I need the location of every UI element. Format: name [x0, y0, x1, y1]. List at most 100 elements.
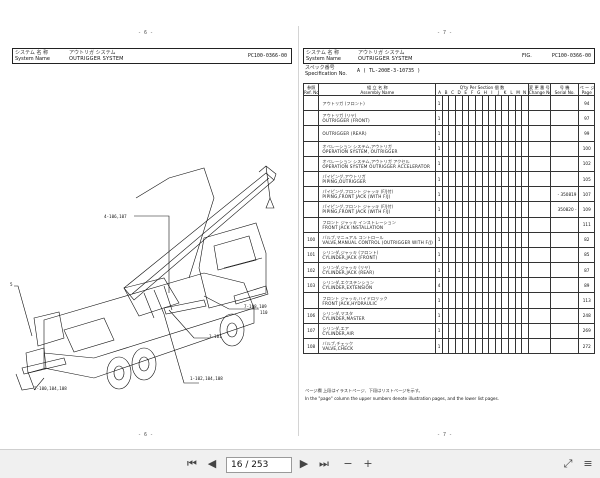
- row-qty-cell: [474, 322, 483, 340]
- row-qty-cell: [481, 186, 490, 203]
- row-qty-cell: [488, 231, 496, 248]
- row-qty-cell: [448, 231, 457, 248]
- row-qty-cell: [455, 277, 463, 294]
- row-qty-cell: [468, 155, 476, 172]
- row-qty-cell: [441, 231, 450, 248]
- last-page-button[interactable]: ⏭: [319, 457, 329, 470]
- row-qty-cell: [474, 201, 483, 218]
- row-name: シリンダ,ジャッキ (フロント)CYLINDER,JACK (FRONT): [318, 246, 437, 264]
- row-qty-a: 1: [435, 140, 443, 157]
- row-qty-cell: [507, 94, 516, 112]
- row-change: [527, 125, 551, 142]
- row-qty-cell: [521, 110, 529, 127]
- row-qty-cell: [507, 292, 516, 309]
- row-serial: [549, 277, 580, 294]
- row-qty-cell: [441, 155, 450, 172]
- row-qty-cell: [481, 231, 490, 248]
- row-qty-cell: [481, 307, 490, 324]
- row-qty-cell: [448, 216, 457, 233]
- row-qty-cell: [474, 216, 483, 233]
- row-name-jp: フロント ジャッキ インストレーション: [322, 219, 396, 225]
- row-qty-cell: [521, 155, 529, 172]
- row-qty-cell: [461, 186, 470, 203]
- zoom-out-button[interactable]: −: [343, 457, 353, 470]
- zoom-in-button[interactable]: +: [363, 457, 373, 470]
- right-header-value-en: OUTRIGGER SYSTEM: [358, 56, 413, 62]
- page-number-input[interactable]: 16 / 253: [226, 457, 292, 473]
- row-qty-cell: [474, 186, 483, 203]
- row-change: [527, 155, 551, 172]
- row-qty-cell: [461, 246, 470, 264]
- row-change: [527, 140, 551, 157]
- row-qty-cell: [474, 292, 483, 309]
- row-qty-cell: [481, 155, 490, 172]
- row-name-jp: フロント ジャッキ,ハイドロリック: [322, 295, 388, 301]
- left-bottom-page-number: - 6 -: [138, 432, 154, 438]
- row-qty-a: [435, 216, 443, 233]
- row-serial: [549, 110, 580, 127]
- row-qty-cell: [448, 337, 457, 355]
- row-qty-cell: [521, 292, 529, 309]
- row-qty-cell: [507, 231, 516, 248]
- row-qty-cell: [494, 231, 503, 248]
- menu-button[interactable]: ≡: [583, 457, 593, 470]
- row-qty-cell: [501, 201, 509, 218]
- row-ref: 100: [302, 231, 320, 248]
- row-qty-cell: [514, 170, 523, 188]
- row-qty-cell: [448, 186, 457, 203]
- first-page-button[interactable]: ⏮: [187, 457, 197, 470]
- callout-5: 3-101: [209, 334, 222, 339]
- row-qty-cell: [441, 201, 450, 218]
- fit-page-button[interactable]: ⤢: [563, 457, 573, 470]
- next-page-button[interactable]: ▶: [299, 457, 309, 470]
- row-change: [527, 337, 551, 355]
- row-qty-cell: [488, 307, 496, 324]
- row-name-jp: バルブ,チェック: [322, 341, 354, 347]
- row-name-en: VALVE,MANUAL CONTROL (OUTRIGGER WITH F/J…: [322, 239, 433, 245]
- row-qty-cell: [501, 125, 509, 142]
- callout-2: 5: [10, 282, 13, 287]
- row-qty-cell: [514, 216, 523, 233]
- row-qty-cell: [501, 155, 509, 172]
- row-qty-cell: [441, 94, 450, 112]
- row-page: 82: [578, 231, 595, 248]
- row-qty-cell: [507, 170, 516, 188]
- row-name: アウトリガ (フロント): [318, 94, 437, 112]
- row-qty-cell: [514, 322, 523, 340]
- row-qty-cell: [461, 322, 470, 340]
- row-qty-cell: [455, 307, 463, 324]
- row-qty-cell: [468, 292, 476, 309]
- row-qty-cell: [488, 140, 496, 157]
- row-qty-a: 1: [435, 246, 443, 264]
- row-name-jp: パイピング,フロント ジャッキ (F/J付): [322, 204, 394, 210]
- viewer-toolbar: ⏮ ◀ 16 / 253 ▶ ⏭ − + ⤢ ≡: [0, 449, 600, 478]
- row-qty-cell: [501, 170, 509, 188]
- row-qty-cell: [501, 322, 509, 340]
- row-name-en: CYLINDER,AIR: [322, 330, 355, 336]
- row-qty-cell: [501, 307, 509, 324]
- row-ref: 107: [302, 322, 320, 340]
- left-header-value-en: OUTRIGGER SYSTEM: [69, 56, 124, 62]
- row-qty-cell: [501, 110, 509, 127]
- row-qty-cell: [448, 170, 457, 188]
- row-name-en: OUTRIGGER (REAR): [322, 130, 367, 136]
- row-qty-cell: [474, 262, 483, 279]
- row-serial: [549, 246, 580, 264]
- row-name-jp: バルブ,マニュアル コントロール: [322, 234, 384, 240]
- row-qty-cell: [455, 155, 463, 172]
- prev-page-button[interactable]: ◀: [207, 457, 217, 470]
- row-qty-cell: [494, 277, 503, 294]
- row-qty-cell: [481, 292, 490, 309]
- row-qty-cell: [481, 277, 490, 294]
- row-page: 105: [578, 170, 595, 188]
- row-change: [527, 262, 551, 279]
- row-qty-cell: [455, 216, 463, 233]
- row-qty-cell: [488, 110, 496, 127]
- row-qty-cell: [455, 337, 463, 355]
- row-qty-a: 1: [435, 186, 443, 203]
- row-page: 109: [578, 201, 595, 218]
- row-qty-cell: [448, 292, 457, 309]
